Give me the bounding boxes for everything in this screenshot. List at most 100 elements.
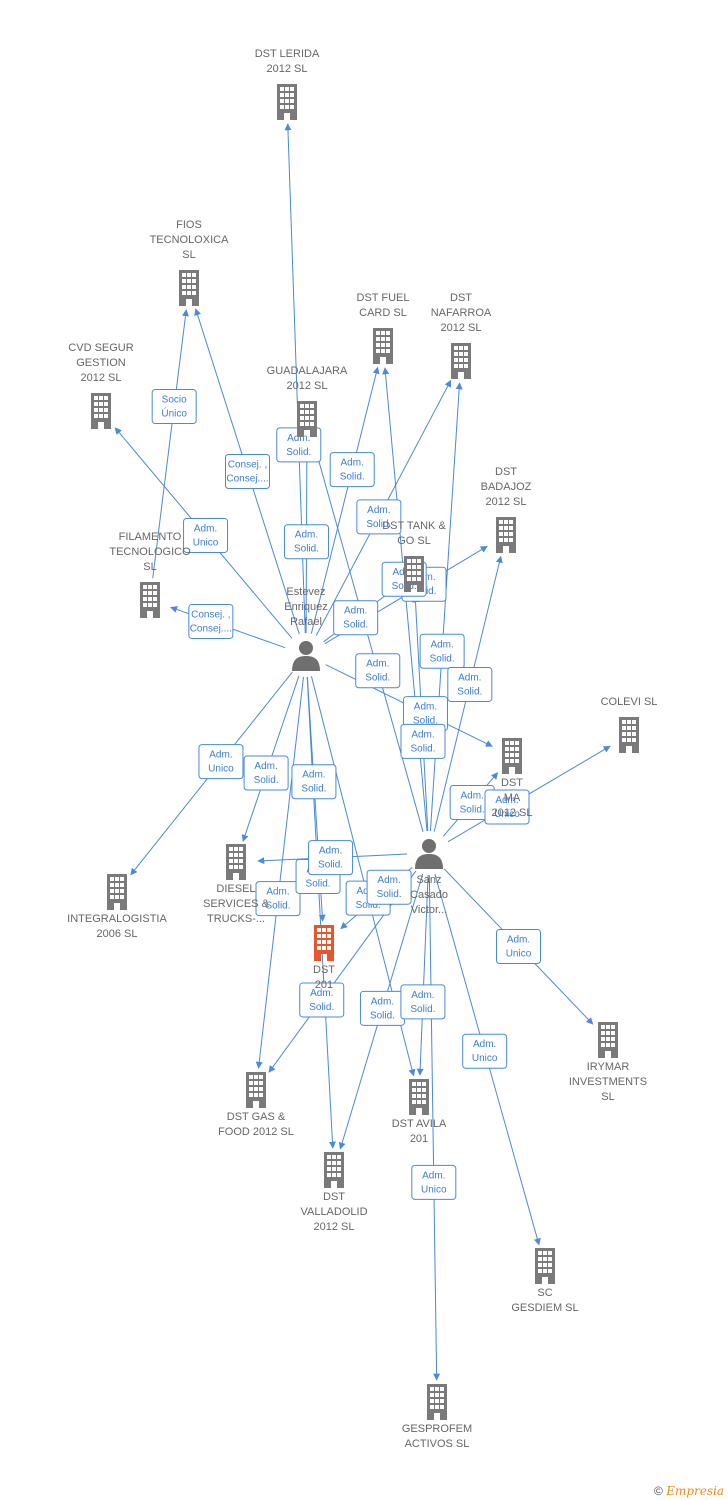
edge-label-sanz-avila[interactable]: Adm.Solid. bbox=[400, 984, 446, 1020]
edge-label-line: Adm. bbox=[377, 875, 400, 886]
node-gesprofem[interactable]: GESPROFEM ACTIVOS SL bbox=[402, 1384, 472, 1450]
node-label-line: COLEVI SL bbox=[601, 696, 658, 708]
edge-label-sanz-tankgo[interactable]: Adm.Solid. bbox=[400, 723, 446, 759]
edge-label-sanz-focus[interactable]: Adm.Solid. bbox=[366, 869, 412, 905]
node-label-line: 2012 SL bbox=[492, 807, 533, 819]
edge-label-estevez-nafarroa[interactable]: Adm.Solid. bbox=[356, 499, 402, 535]
node-label-line: Victor... bbox=[411, 904, 447, 916]
edge-label-line: Unico bbox=[421, 1184, 447, 1195]
node-label-line: 2012 SL bbox=[267, 63, 308, 75]
edge-label-line: Adm. bbox=[295, 530, 318, 541]
edge-label-line: Solid. bbox=[286, 447, 311, 458]
edge-label-estevez-guadalajara[interactable]: Adm.Solid. bbox=[283, 524, 329, 560]
edge-label-sanz-irymar[interactable]: Adm.Unico bbox=[496, 929, 541, 964]
edge-label-sanz-colevi[interactable]: Adm.Unico bbox=[484, 789, 530, 825]
node-label-line: TECNOLOXICA bbox=[150, 234, 230, 246]
node-label-line: Sanz bbox=[416, 874, 441, 886]
edge-label-sanz-nafarroa[interactable]: Adm.Solid. bbox=[419, 633, 465, 669]
edge-label-sanz-gesdiem[interactable]: Adm.Unico bbox=[462, 1033, 508, 1069]
node-label-line: 2012 SL bbox=[441, 322, 482, 334]
edge-label-line: Solid. bbox=[410, 1004, 435, 1015]
edge-label-line: Consej. , bbox=[191, 609, 230, 620]
building-icon bbox=[277, 84, 297, 120]
building-icon bbox=[373, 328, 393, 364]
edge-label-sanz-badajoz[interactable]: Adm.Solid. bbox=[447, 666, 493, 702]
edge-label-line: Adm. bbox=[194, 523, 217, 534]
edge-label-line: Unico bbox=[208, 764, 234, 775]
edge-label-line: Solid. bbox=[460, 805, 485, 816]
node-label-line: VALLADOLID bbox=[300, 1206, 367, 1218]
brand-logo[interactable]: Empresia bbox=[666, 1484, 724, 1498]
edge-label-line: Adm. bbox=[458, 672, 481, 683]
edge-sanz-nafarroa bbox=[429, 382, 463, 832]
edge-label-line: Solid. bbox=[356, 900, 381, 911]
edge-label-estevez-fuelcard[interactable]: Adm.Solid. bbox=[329, 452, 375, 488]
edge-label-estevez-integra[interactable]: Adm. Unico bbox=[198, 744, 244, 780]
edge-label-line: Solid. bbox=[306, 878, 331, 889]
node-label-line: FOOD 2012 SL bbox=[218, 1126, 294, 1138]
edge-label-line: Adm. bbox=[507, 935, 530, 946]
edge-label-estevez-cvd[interactable]: Adm.Unico bbox=[183, 517, 229, 553]
node-gasfood[interactable]: DST GAS &FOOD 2012 SL bbox=[218, 1072, 294, 1138]
edge-label-sanz-diesel[interactable]: Adm.Solid. bbox=[308, 840, 354, 876]
node-label-line: 201 bbox=[315, 979, 333, 991]
node-label-line: 2006 SL bbox=[97, 928, 138, 940]
edge-label-estevez-diesel[interactable]: Adm.Solid. bbox=[243, 755, 289, 791]
edge-label-sanz-valladolid[interactable]: Adm.Solid. bbox=[359, 990, 405, 1026]
edge-label-line: Adm. bbox=[266, 887, 289, 898]
edge-label-sanz-guadalajara[interactable]: Adm.Solid. bbox=[355, 653, 401, 689]
edge-label-estevez-gasfood[interactable]: Adm.Solid. bbox=[255, 881, 301, 917]
edge-label-estevez-filamento[interactable]: Consej. ,Consej.... bbox=[188, 603, 234, 639]
edge-label-sanz-gasfood[interactable]: Adm.Solid. bbox=[299, 982, 345, 1018]
edge-label-estevez-focus[interactable]: Adm.Solid. bbox=[291, 764, 337, 800]
edge-label-estevez-fios[interactable]: Consej. ,Consej.... bbox=[225, 454, 270, 489]
node-tankgo[interactable]: DST TANK &GO SL bbox=[382, 520, 446, 592]
edge-label-line: Solid. bbox=[340, 472, 365, 483]
node-label-line: DST AVILA bbox=[392, 1118, 447, 1130]
building-icon bbox=[179, 270, 199, 306]
node-label-line: GUADALAJARA bbox=[267, 365, 348, 377]
node-colevi[interactable]: COLEVI SL bbox=[601, 696, 658, 753]
node-label-line: GESPROFEM bbox=[402, 1423, 472, 1435]
edge-label-line: Solid. bbox=[410, 743, 435, 754]
edge-sanz-avila bbox=[416, 874, 429, 1076]
node-sanz[interactable]: SanzCasadoVictor... bbox=[410, 839, 448, 916]
edge-label-line: Adm. bbox=[414, 702, 437, 713]
edge-sanz-gesprofem bbox=[428, 874, 441, 1381]
edge-label-line: Adm. bbox=[344, 606, 367, 617]
edge-label-line: Solid. bbox=[318, 860, 343, 871]
node-label-line: GO SL bbox=[397, 535, 431, 547]
building-icon bbox=[140, 582, 160, 618]
node-label-line: Rafael bbox=[290, 616, 322, 628]
node-label-line: ACTIVOS SL bbox=[405, 1438, 470, 1450]
edge-label-estevez-dstma[interactable]: Adm.Solid. bbox=[402, 696, 448, 732]
edge-label-estevez-tankgo[interactable]: Adm.Solid. bbox=[333, 600, 379, 636]
building-icon bbox=[427, 1384, 447, 1420]
node-label-line: SC bbox=[537, 1287, 552, 1299]
node-label-line: SERVICES & bbox=[203, 898, 269, 910]
edge-label-line: Unico bbox=[472, 1053, 498, 1064]
node-label-line: IRYMAR bbox=[587, 1061, 630, 1073]
edge-label-line: Adm. bbox=[209, 750, 232, 761]
edge-label-line: Solid. bbox=[430, 653, 455, 664]
edge-label-sanz-gesprofem[interactable]: Adm.Unico bbox=[411, 1164, 457, 1200]
